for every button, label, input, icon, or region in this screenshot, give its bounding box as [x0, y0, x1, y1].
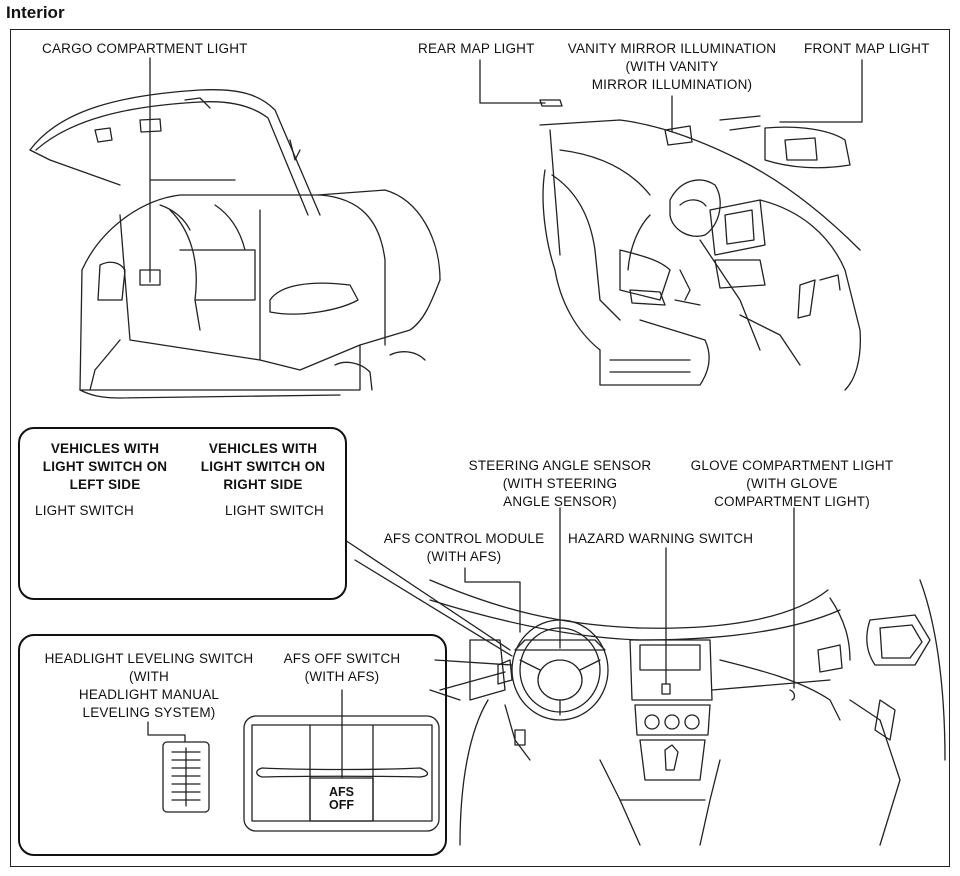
- afs-module-label: AFS CONTROL MODULE (WITH AFS): [383, 531, 545, 564]
- leveling-panel: [18, 634, 447, 856]
- right-light-switch-label: LIGHT SWITCH: [225, 503, 324, 518]
- steering-angle-sensor-label: STEERING ANGLE SENSOR (WITH STEERING ANG…: [468, 458, 652, 509]
- cabin-illustration: [539, 99, 861, 391]
- left-side-header: VEHICLES WITH LIGHT SWITCH ON LEFT SIDE: [42, 441, 168, 492]
- light-switch-panel: [18, 427, 347, 600]
- front-map-light-label: FRONT MAP LIGHT: [804, 41, 930, 56]
- headlight-leveling-label: HEADLIGHT LEVELING SWITCH (WITH HEADLIGH…: [44, 651, 254, 720]
- rear-map-light-label: REAR MAP LIGHT: [418, 41, 535, 56]
- afs-off-button-text: AFS OFF: [329, 785, 354, 812]
- glove-light-label: GLOVE COMPARTMENT LIGHT (WITH GLOVE COMP…: [690, 458, 894, 509]
- diagram-frame: [10, 29, 950, 867]
- front-map-light-leader: [779, 59, 863, 123]
- vanity-mirror-label: VANITY MIRROR ILLUMINATION (WITH VANITY …: [567, 41, 777, 92]
- cargo-area-illustration: [29, 89, 441, 399]
- afs-module-leader: [464, 567, 521, 633]
- left-light-switch-label: LIGHT SWITCH: [35, 503, 134, 518]
- hazard-switch-label: HAZARD WARNING SWITCH: [568, 531, 754, 546]
- afs-off-switch-label: AFS OFF SWITCH (WITH AFS): [283, 651, 401, 684]
- page-title: Interior: [6, 3, 65, 22]
- dashboard-illustration: [429, 579, 946, 846]
- right-side-header: VEHICLES WITH LIGHT SWITCH ON RIGHT SIDE: [200, 441, 326, 492]
- rear-map-light-leader: [479, 59, 546, 104]
- headlight-leveling-switch-illustration: [147, 721, 210, 813]
- cargo-light-label: CARGO COMPARTMENT LIGHT: [42, 41, 248, 56]
